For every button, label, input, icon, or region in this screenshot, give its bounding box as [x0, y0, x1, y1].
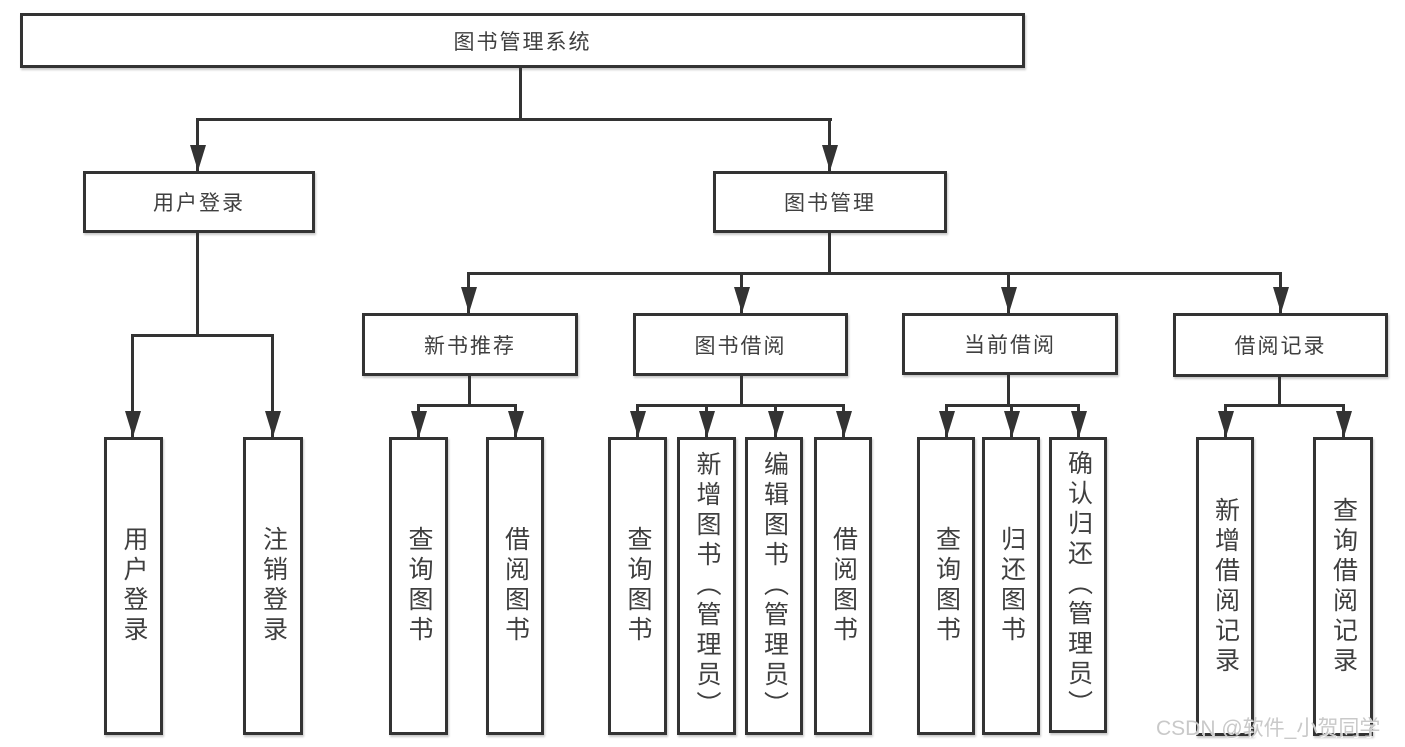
- connector-book-mgmt-bar: [468, 272, 1282, 275]
- leaf-edit-books-admin: 编辑图书（管理员）: [745, 437, 803, 735]
- arrow-to-user-login: [196, 118, 199, 171]
- connector-new-book-stem: [468, 375, 471, 406]
- leaf-borrow-books-borrow: 借阅图书: [814, 437, 872, 735]
- leaf-label: 归还图书: [997, 526, 1026, 646]
- arrow-to-new-book-recommend: [467, 272, 470, 313]
- leaf-label: 查询图书: [624, 526, 652, 646]
- leaf-label: 编辑图书（管理员）: [760, 451, 789, 721]
- connector-book-mgmt-stem: [828, 232, 831, 274]
- leaf-label: 确认归还（管理员）: [1064, 450, 1093, 720]
- connector-borrow-records-bar: [1224, 404, 1345, 407]
- node-label: 图书借阅: [694, 334, 787, 358]
- leaf-borrow-books-recommend: 借阅图书: [486, 437, 544, 735]
- connector-book-borrow-bar: [636, 404, 845, 407]
- arrow-to-leaf-query-books-a: [417, 404, 420, 437]
- arrow-to-leaf-edit-books: [774, 404, 777, 437]
- leaf-query-books-borrow: 查询图书: [608, 437, 667, 735]
- leaf-label: 借阅图书: [829, 526, 858, 646]
- node-book-borrow: 图书借阅: [633, 313, 848, 376]
- node-current-borrow: 当前借阅: [902, 313, 1118, 375]
- arrow-to-book-borrow: [740, 272, 743, 313]
- arrow-to-current-borrow: [1007, 272, 1010, 313]
- arrow-to-leaf-query-books-b: [636, 404, 639, 437]
- arrow-to-leaf-borrow-books-a: [514, 404, 517, 437]
- leaf-label: 新增图书（管理员）: [693, 451, 721, 721]
- leaf-label: 查询图书: [405, 526, 433, 646]
- arrow-to-leaf-user-login: [131, 334, 134, 437]
- node-label: 新书推荐: [424, 334, 516, 358]
- leaf-label: 新增借阅记录: [1211, 496, 1240, 677]
- connector-user-login-bar: [132, 334, 274, 337]
- node-label: 当前借阅: [964, 334, 1056, 357]
- leaf-user-login: 用户登录: [104, 437, 163, 735]
- connector-user-login-stem: [196, 232, 199, 336]
- leaf-return-books: 归还图书: [982, 437, 1040, 735]
- arrow-to-leaf-add-books: [705, 404, 708, 437]
- connector-new-book-bar: [417, 404, 517, 407]
- arrow-to-leaf-logout: [271, 334, 274, 437]
- leaf-add-books-admin: 新增图书（管理员）: [677, 437, 736, 735]
- connector-book-borrow-stem: [740, 375, 743, 406]
- arrow-to-leaf-borrow-books-b: [842, 404, 845, 437]
- node-label: 借阅记录: [1234, 335, 1327, 358]
- leaf-confirm-return-admin: 确认归还（管理员）: [1049, 437, 1107, 733]
- arrow-to-leaf-query-borrow-record: [1342, 404, 1345, 437]
- connector-root-bar: [196, 118, 832, 121]
- leaf-label: 借阅图书: [501, 526, 530, 646]
- csdn-watermark: CSDN @软件_小贺同学: [1156, 717, 1381, 740]
- node-label: 图书管理: [784, 192, 876, 215]
- leaf-query-borrow-record: 查询借阅记录: [1313, 437, 1373, 736]
- node-book-management: 图书管理: [713, 171, 947, 233]
- connector-root-stem: [519, 68, 522, 120]
- leaf-label: 用户登录: [120, 526, 148, 646]
- arrow-to-borrow-records: [1279, 272, 1282, 313]
- node-borrow-records: 借阅记录: [1173, 313, 1388, 377]
- node-label: 用户登录: [153, 192, 245, 215]
- leaf-label: 注销登录: [259, 526, 288, 646]
- connector-borrow-records-stem: [1278, 377, 1281, 406]
- node-root-library-system: 图书管理系统: [20, 13, 1025, 68]
- leaf-logout: 注销登录: [243, 437, 303, 735]
- arrow-to-leaf-return-books: [1010, 404, 1013, 437]
- leaf-query-books-current: 查询图书: [917, 437, 975, 735]
- arrow-to-leaf-query-books-c: [945, 404, 948, 437]
- arrow-to-book-management: [828, 118, 831, 171]
- arrow-to-leaf-confirm-return: [1077, 404, 1080, 437]
- leaf-label: 查询图书: [932, 526, 961, 646]
- arrow-to-leaf-add-borrow-record: [1224, 404, 1227, 437]
- leaf-add-borrow-record: 新增借阅记录: [1196, 437, 1254, 736]
- node-label: 图书管理系统: [453, 30, 592, 54]
- leaf-label: 查询借阅记录: [1329, 496, 1358, 677]
- leaf-query-books-recommend: 查询图书: [389, 437, 448, 735]
- node-user-login: 用户登录: [83, 171, 315, 233]
- connector-current-borrow-stem: [1007, 373, 1010, 406]
- node-new-book-recommend: 新书推荐: [362, 313, 578, 376]
